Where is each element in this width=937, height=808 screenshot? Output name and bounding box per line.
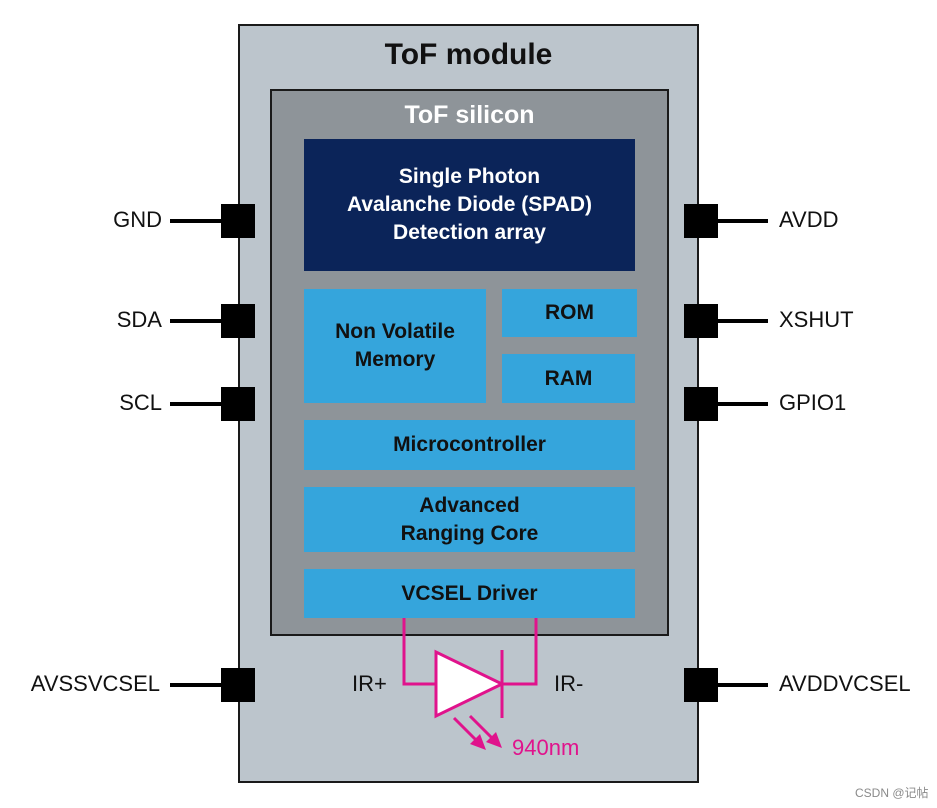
pin-label-scl: SCL [119, 390, 162, 415]
emission-arrow-icon-2 [468, 714, 496, 742]
ranging-core-block: Advanced Ranging Core [304, 487, 635, 552]
emission-arrowhead-2 [486, 732, 502, 748]
pin-pad-avssvcsel [221, 668, 255, 702]
pin-pad-sda [221, 304, 255, 338]
cathode-wire [502, 618, 538, 686]
pin-label-avdd: AVDD [779, 207, 839, 232]
rom-block: ROM [502, 289, 637, 337]
pin-label-avssvcsel: AVSSVCSEL [30, 671, 160, 696]
pin-pad-avddvcsel [684, 668, 718, 702]
ir-minus-label: IR- [554, 671, 584, 696]
pin-label-gnd: GND [113, 207, 162, 232]
pin-wire-scl [170, 402, 222, 406]
ram-block: RAM [502, 354, 635, 403]
pin-wire-gpio1 [716, 402, 768, 406]
pin-pad-xshut [684, 304, 718, 338]
nvm-block: Non Volatile Memory [304, 289, 486, 403]
spad-array-block: Single Photon Avalanche Diode (SPAD) Det… [304, 139, 635, 271]
microcontroller-block: Microcontroller [304, 420, 635, 470]
module-title: ToF module [384, 38, 553, 71]
emission-arrowhead-1 [470, 734, 486, 750]
vcsel-driver-block: VCSEL Driver [304, 569, 635, 618]
diode-triangle-icon [434, 649, 506, 719]
ir-plus-label: IR+ [352, 671, 387, 696]
emission-arrow-icon-1 [452, 716, 480, 744]
pin-wire-avddvcsel [716, 683, 768, 687]
pin-label-avddvcsel: AVDDVCSEL [779, 671, 911, 696]
pin-wire-avssvcsel [170, 683, 222, 687]
pin-pad-avdd [684, 204, 718, 238]
wavelength-label: 940nm [512, 735, 580, 760]
pin-wire-gnd [170, 219, 222, 223]
pin-pad-gpio1 [684, 387, 718, 421]
pin-wire-xshut [716, 319, 768, 323]
pin-pad-gnd [221, 204, 255, 238]
watermark: CSDN @记帖 [855, 786, 929, 800]
pin-label-xshut: XSHUT [779, 307, 854, 332]
silicon-title: ToF silicon [404, 101, 535, 129]
pin-wire-avdd [716, 219, 768, 223]
anode-wire [402, 618, 436, 686]
pin-pad-scl [221, 387, 255, 421]
pin-wire-sda [170, 319, 222, 323]
pin-label-sda: SDA [116, 307, 162, 332]
pin-label-gpio1: GPIO1 [779, 390, 847, 415]
